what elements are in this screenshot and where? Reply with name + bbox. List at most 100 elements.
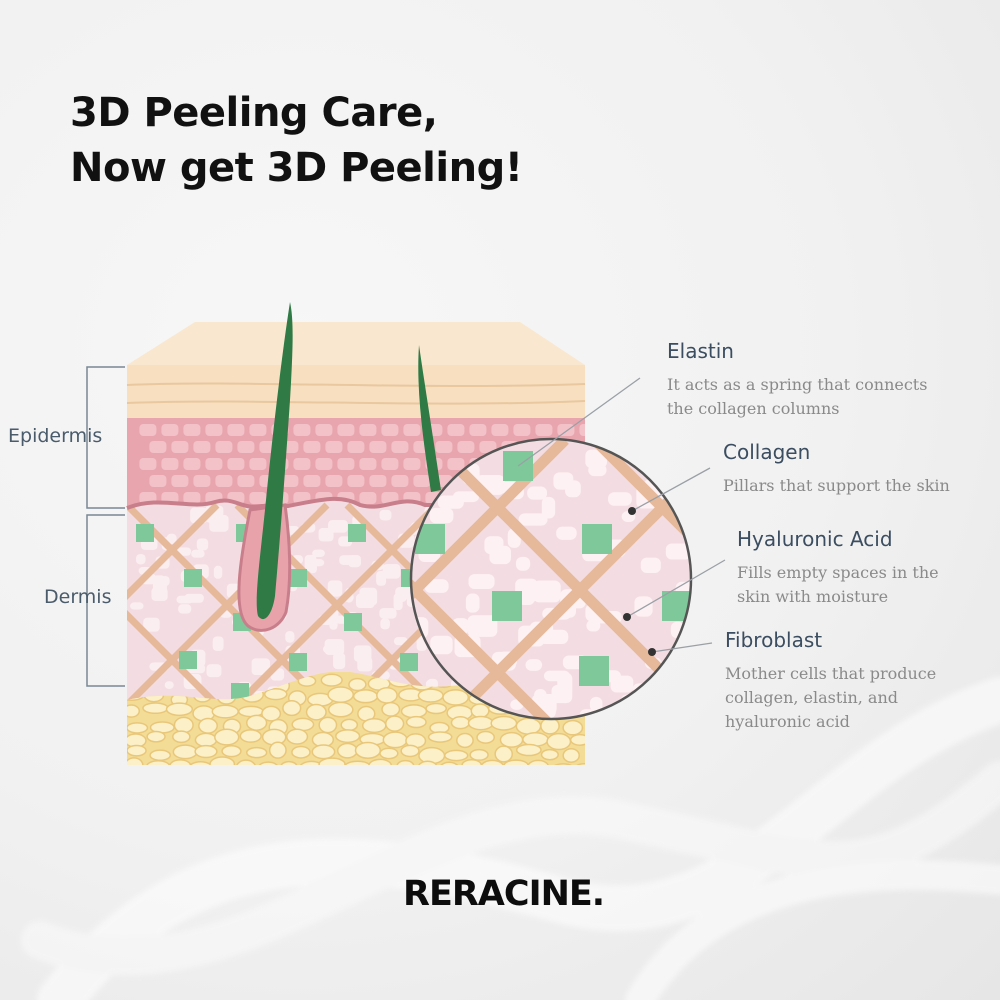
- dermis-cell-zoomed: [489, 545, 511, 565]
- epidermis-cell: [215, 441, 233, 453]
- epidermis-cell: [193, 441, 211, 453]
- fat-cell: [172, 730, 191, 744]
- fat-cell: [318, 716, 338, 734]
- epidermis-cell: [337, 424, 355, 436]
- dermis-cell: [285, 631, 295, 643]
- dermis-cell-zoomed: [565, 480, 581, 498]
- fat-cell: [194, 732, 218, 748]
- fibroblast-cell-zoomed: [582, 524, 612, 554]
- fat-cell: [344, 760, 372, 765]
- epidermis-cell: [369, 441, 387, 453]
- dermis-cell: [328, 520, 348, 533]
- fat-cell: [385, 715, 405, 732]
- dermis-cell: [380, 618, 390, 630]
- fat-cell: [127, 744, 147, 757]
- dermis-cell-zoomed: [534, 689, 547, 703]
- fat-cell: [417, 760, 438, 765]
- fat-cell: [450, 716, 471, 730]
- fat-cell: [400, 704, 428, 719]
- fat-cell: [211, 704, 239, 719]
- dermis-cell-zoomed: [696, 582, 722, 594]
- fat-cell: [442, 689, 470, 706]
- label-dermis: Dermis: [44, 586, 112, 608]
- fat-cell: [221, 744, 242, 758]
- fat-cell: [146, 730, 166, 743]
- fat-cell: [198, 717, 218, 734]
- dermis-cell-zoomed: [541, 496, 556, 519]
- dermis-cell-zoomed: [533, 580, 561, 603]
- fibroblast-cell: [289, 653, 307, 671]
- dermis-cell: [212, 636, 224, 651]
- dermis-cell-zoomed: [608, 492, 632, 506]
- epidermis-cell: [381, 458, 399, 470]
- fibroblast-cell: [400, 653, 418, 671]
- collagen-fiber: [127, 502, 220, 705]
- fat-cell: [235, 759, 257, 765]
- fibroblast-cell-zoomed: [579, 656, 609, 686]
- dermis-cell-zoomed: [691, 551, 706, 567]
- fat-cell: [361, 718, 387, 734]
- epidermis-cell: [391, 441, 409, 453]
- dermis-cell: [130, 602, 144, 610]
- fat-cell: [282, 700, 302, 717]
- epidermis-cell: [161, 424, 179, 436]
- dermis-cell-zoomed: [437, 495, 464, 509]
- dermis-cell-zoomed: [525, 659, 543, 671]
- collagen-fiber: [127, 502, 220, 705]
- fat-cell: [461, 759, 483, 765]
- fat-cell: [438, 761, 461, 765]
- dermis-cell: [379, 608, 397, 619]
- epidermis-cell: [315, 458, 333, 470]
- epidermis-cell: [513, 424, 531, 436]
- fat-cell: [149, 749, 172, 762]
- fat-cell: [546, 732, 572, 751]
- headline: 3D Peeling Care, Now get 3D Peeling!: [70, 86, 523, 196]
- epidermis-cell: [249, 492, 267, 504]
- dermis-cell: [213, 565, 223, 579]
- dermis-cell: [318, 527, 334, 542]
- epidermis-cell: [139, 458, 157, 470]
- fat-cell: [142, 702, 169, 715]
- epidermis-cell: [171, 475, 189, 487]
- fat-cell: [425, 702, 448, 715]
- dermis-cell: [357, 656, 373, 672]
- collagen-fiber-zoomed: [411, 439, 569, 719]
- brand-logo: RERACINE.: [403, 874, 605, 914]
- fat-cell: [305, 703, 327, 721]
- epidermis-cell: [205, 458, 223, 470]
- fat-cell: [550, 763, 576, 765]
- epidermis-cell: [479, 441, 497, 453]
- callout-title-elastin: Elastin: [667, 339, 734, 363]
- fibroblast-cell: [179, 651, 197, 669]
- dermis-cell-zoomed: [527, 486, 548, 500]
- fat-cell: [562, 719, 584, 736]
- fat-cell: [379, 747, 399, 760]
- fat-cell: [494, 745, 514, 763]
- epidermis-cell: [227, 458, 245, 470]
- fat-cell: [469, 748, 489, 761]
- epidermis-cell: [359, 458, 377, 470]
- fat-cell: [263, 688, 288, 701]
- fat-cell: [443, 749, 469, 762]
- epidermis-cell: [149, 441, 167, 453]
- fat-cell: [127, 722, 149, 734]
- fat-cell: [327, 701, 354, 718]
- callout-collagen: Collagen Pillars that support the skin: [723, 440, 950, 498]
- fat-cell: [540, 748, 559, 761]
- fat-cell: [291, 745, 311, 759]
- fat-cell: [257, 761, 280, 765]
- fat-cell: [298, 760, 325, 765]
- epidermis-cell: [139, 424, 157, 436]
- dermis-cell: [309, 559, 325, 567]
- dermis-cell-zoomed: [640, 557, 661, 573]
- fat-cell: [209, 756, 236, 765]
- epidermis-cell: [557, 424, 575, 436]
- fat-cell: [320, 673, 343, 687]
- fat-cell: [286, 728, 309, 745]
- callout-desc-fibroblast: Mother cells that produce collagen, elas…: [725, 664, 937, 731]
- fat-cell: [214, 728, 240, 746]
- fibroblast-cell: [184, 569, 202, 587]
- dermis-cell: [333, 652, 346, 670]
- dermis-cell: [176, 595, 194, 604]
